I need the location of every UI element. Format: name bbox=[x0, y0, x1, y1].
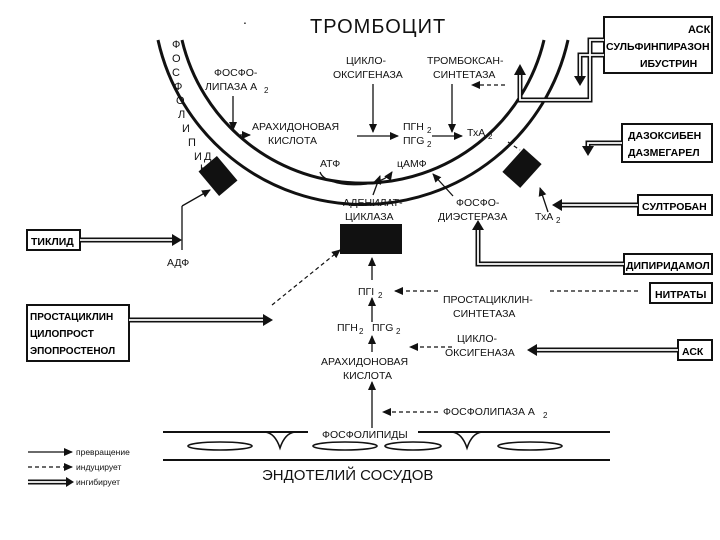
prostacyclin-synthetase-label-2: СИНТЕТАЗА bbox=[453, 308, 515, 320]
svg-text:Ф: Ф bbox=[174, 81, 182, 93]
phosphodiesterase-label-2: ДИЭСТЕРАЗА bbox=[438, 211, 507, 223]
txa2-out-label: ТхА bbox=[535, 211, 553, 223]
arachidonic-acid-label-1: АРАХИДОНОВАЯ bbox=[252, 121, 339, 133]
thromboxane-synthetase-label-1: ТРОМБОКСАН- bbox=[427, 55, 504, 67]
drug-box-sultroban: СУЛТРОБАН bbox=[637, 194, 713, 216]
arachidonic-endo-label-2: КИСЛОТА bbox=[343, 370, 392, 382]
prostacyclin-synthetase-label-1: ПРОСТАЦИКЛИН- bbox=[443, 294, 533, 306]
vessel-endothelium-label: ЭНДОТЕЛИЙ СОСУДОВ bbox=[262, 466, 433, 484]
cyclooxygenase-endo-label-2: ОКСИГЕНАЗА bbox=[445, 347, 515, 359]
phosphodiesterase-label-1: ФОСФО- bbox=[456, 197, 500, 209]
camp-label: цАМФ bbox=[397, 158, 427, 170]
svg-text:2: 2 bbox=[427, 140, 432, 149]
drug-box-ticlid: ТИКЛИД bbox=[26, 229, 81, 251]
atf-label: АТФ bbox=[320, 158, 340, 170]
phospholipids-endo-label: ФОСФОЛИПИДЫ bbox=[322, 429, 408, 441]
receptor-block-left bbox=[198, 156, 238, 196]
legend-item-induces: индуцирует bbox=[28, 462, 121, 472]
drug-box-ask-group: АСК СУЛЬФИНПИРАЗОН ИБУСТРИН bbox=[603, 16, 713, 74]
receptor-block-right bbox=[502, 148, 542, 188]
svg-text:СУЛТРОБАН: СУЛТРОБАН bbox=[642, 201, 707, 213]
drug-box-ask: АСК bbox=[677, 339, 713, 361]
svg-text:НИТРАТЫ: НИТРАТЫ bbox=[655, 289, 706, 301]
phospholipase-endo-label: ФОСФОЛИПАЗА А bbox=[443, 406, 535, 418]
svg-text:О: О bbox=[172, 53, 181, 65]
svg-text:СУЛЬФИНПИРАЗОН: СУЛЬФИНПИРАЗОН bbox=[606, 41, 710, 53]
inhibition-arrows bbox=[80, 37, 678, 356]
svg-text:АСК: АСК bbox=[688, 24, 711, 36]
svg-text:ЦИЛОПРОСТ: ЦИЛОПРОСТ bbox=[30, 329, 94, 340]
svg-text:Ы: Ы bbox=[200, 163, 210, 175]
pgh2-label: ПГН bbox=[403, 121, 424, 133]
legend-item-conversion: превращение bbox=[28, 447, 130, 457]
title-dot: . bbox=[243, 11, 247, 27]
pgi2-label: ПГI bbox=[358, 286, 374, 298]
platelet-membrane bbox=[156, 39, 570, 254]
svg-text:Л: Л bbox=[178, 109, 185, 121]
svg-text:2: 2 bbox=[488, 132, 493, 141]
thromboxane-synthetase-label-2: СИНТЕТАЗА bbox=[433, 69, 495, 81]
svg-text:ПРОСТАЦИКЛИН: ПРОСТАЦИКЛИН bbox=[30, 312, 113, 323]
pgg2-label: ПГG bbox=[403, 135, 424, 147]
induce-arrows bbox=[271, 81, 638, 416]
svg-text:Д: Д bbox=[204, 151, 212, 163]
svg-text:ИБУСТРИН: ИБУСТРИН bbox=[640, 58, 697, 70]
platelet-internals: ФОСФО- ЛИПАЗА А 2 ЦИКЛО- ОКСИГЕНАЗА ТРОМ… bbox=[167, 55, 561, 269]
adenylate-cyclase-block bbox=[340, 224, 402, 254]
legend-item-inhibits: ингибирует bbox=[28, 477, 120, 487]
cyclooxygenase-endo-label-1: ЦИКЛО- bbox=[457, 333, 497, 345]
adf-label: АДФ bbox=[167, 257, 189, 269]
arachidonic-acid-label-2: КИСЛОТА bbox=[268, 135, 317, 147]
legend: превращение индуцирует ингибирует bbox=[28, 447, 130, 487]
svg-text:2: 2 bbox=[396, 327, 401, 336]
drug-box-nitrates: НИТРАТЫ bbox=[649, 282, 713, 304]
drug-box-dipyridamole: ДИПИРИДАМОЛ bbox=[623, 253, 713, 275]
membrane-label: Ф О С Ф О Л И П И Д Ы bbox=[172, 39, 212, 175]
phospholipase-a2-label-2: ЛИПАЗА А bbox=[205, 81, 257, 93]
pgh2-endo-label: ПГН bbox=[337, 322, 358, 334]
endothelium-labels: ПГI 2 ПРОСТАЦИКЛИН- СИНТЕТАЗА ПГН 2 ПГG … bbox=[321, 286, 548, 441]
svg-text:ДИПИРИДАМОЛ: ДИПИРИДАМОЛ bbox=[626, 260, 710, 272]
svg-text:АСК: АСК bbox=[682, 346, 704, 358]
cyclooxygenase-label-2: ОКСИГЕНАЗА bbox=[333, 69, 403, 81]
drug-box-prostacyclin: ПРОСТАЦИКЛИН ЦИЛОПРОСТ ЭПОПРОСТЕНОЛ bbox=[26, 304, 130, 362]
svg-text:И: И bbox=[182, 123, 190, 135]
pgg2-endo-label: ПГG bbox=[372, 322, 393, 334]
svg-text:П: П bbox=[188, 137, 196, 149]
svg-text:2: 2 bbox=[427, 126, 432, 135]
svg-text:ингибирует: ингибирует bbox=[76, 477, 120, 487]
svg-text:О: О bbox=[176, 95, 185, 107]
svg-text:2: 2 bbox=[378, 291, 383, 300]
txa2-label: ТхА bbox=[467, 127, 485, 139]
cyclooxygenase-label-1: ЦИКЛО- bbox=[346, 55, 386, 67]
drug-box-dazoxiben: ДАЗОКСИБЕН ДАЗМЕГАРЕЛ bbox=[621, 123, 713, 163]
phospholipase-a2-label-1: ФОСФО- bbox=[214, 67, 258, 79]
diagram-title: ТРОМБОЦИТ bbox=[310, 16, 446, 38]
svg-text:2: 2 bbox=[359, 327, 364, 336]
svg-text:С: С bbox=[172, 67, 180, 79]
svg-text:ТИКЛИД: ТИКЛИД bbox=[31, 236, 74, 248]
vessel-wall bbox=[163, 431, 610, 461]
svg-text:ДАЗМЕГАРЕЛ: ДАЗМЕГАРЕЛ bbox=[628, 147, 700, 159]
svg-text:2: 2 bbox=[543, 411, 548, 420]
svg-text:Ф: Ф bbox=[172, 39, 180, 51]
svg-text:ЭПОПРОСТЕНОЛ: ЭПОПРОСТЕНОЛ bbox=[30, 346, 115, 357]
svg-text:2: 2 bbox=[556, 216, 561, 225]
svg-text:ДАЗОКСИБЕН: ДАЗОКСИБЕН bbox=[628, 130, 701, 142]
adenylate-cyclase-label-1: АДЕНИЛАТ- bbox=[343, 197, 403, 209]
svg-text:индуцирует: индуцирует bbox=[76, 462, 121, 472]
svg-text:2: 2 bbox=[264, 86, 269, 95]
arachidonic-endo-label-1: АРАХИДОНОВАЯ bbox=[321, 356, 408, 368]
adenylate-cyclase-label-2: ЦИКЛАЗА bbox=[345, 211, 394, 223]
platelet-conversion-arrows bbox=[181, 84, 549, 280]
svg-text:И: И bbox=[194, 151, 202, 163]
svg-text:превращение: превращение bbox=[76, 447, 130, 457]
